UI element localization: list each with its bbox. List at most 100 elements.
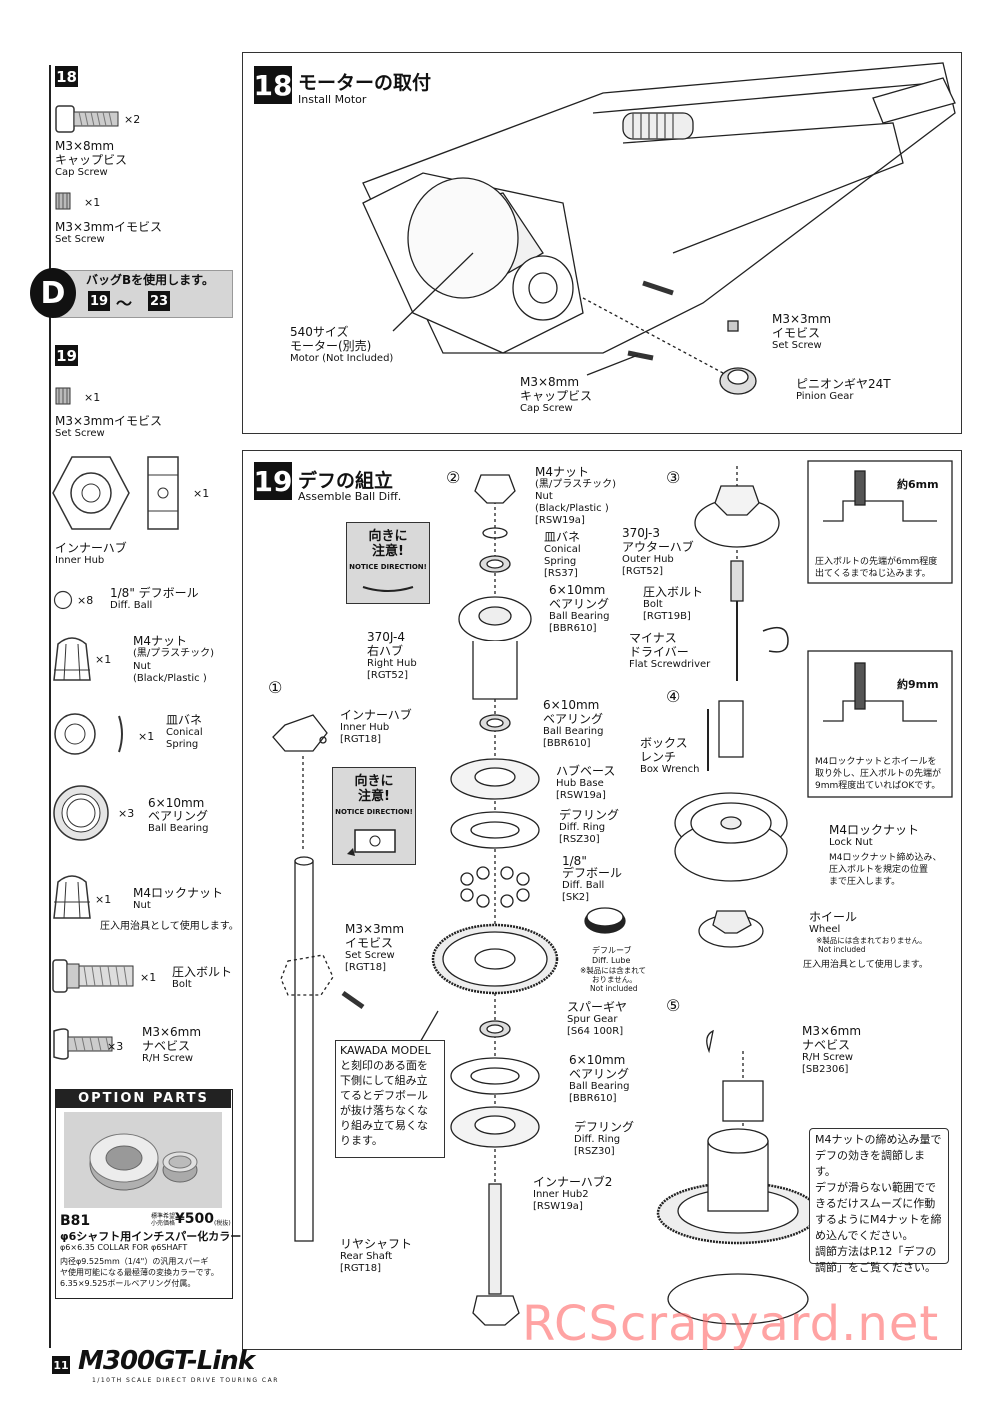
m4-nut-code: [RSW19a]	[535, 515, 585, 526]
diff-assembly-drawing	[272, 460, 953, 1326]
box-wrench-en: Box Wrench	[640, 764, 700, 775]
m4-note-line: デフの効きを調節します。	[815, 1149, 925, 1178]
diff-ball-jp2: デフボール	[562, 866, 623, 880]
option-desc3: 6.35×9.525ボールベアリング付属。	[60, 1279, 196, 1288]
lock-nut-note3: まで圧入します。	[829, 877, 901, 887]
wheel-en: Wheel	[809, 924, 841, 935]
rh-screw-qty: ×3	[107, 1040, 124, 1053]
collar-photo	[89, 1133, 198, 1191]
diff-ball-jp: 1/8"	[562, 854, 587, 868]
lock-nut-jp: M4ロックナット	[133, 886, 223, 900]
kawada-line: と刻印のある面を	[340, 1059, 428, 1072]
rear-shaft-code: [RGT18]	[340, 1263, 381, 1274]
lube-en: Diff. Lube	[592, 956, 631, 965]
inner-hub-qty: ×1	[193, 487, 210, 500]
screwdriver-jp: マイナス	[629, 631, 677, 645]
notice-en: NOTICE DIRECTION!	[349, 563, 427, 571]
inner-hub-icon	[52, 456, 179, 530]
notice-jp1: 向きに	[368, 529, 408, 544]
bearing3-jp2: ベアリング	[569, 1067, 630, 1081]
right-hub-jp2: 右ハブ	[367, 644, 404, 658]
m4-note-line: デフが滑らない範囲でで	[815, 1181, 936, 1194]
inner-hub2-jp: インナーハブ2	[533, 1175, 613, 1189]
screwdriver-jp2: ドライバー	[629, 645, 689, 659]
m4-nut-en: Nut	[133, 661, 151, 672]
option-header: OPTION PARTS	[56, 1090, 231, 1108]
kawada-line: てるとデフボール	[340, 1089, 428, 1102]
m4-nut-jp2: (黒/プラスチック)	[133, 648, 214, 659]
lube-note2: おりません。	[592, 975, 637, 984]
bag-text: バッグBを使用します。	[86, 273, 214, 287]
bolt-qty: ×1	[140, 971, 157, 984]
spring-jp: 皿バネ	[166, 713, 203, 727]
inner-hub-en: Inner Hub	[55, 555, 105, 566]
cap-screw-size: M3×8mm	[55, 139, 115, 153]
bearing3-en: Ball Bearing	[569, 1081, 630, 1092]
bolt-jp: 圧入ボルト	[643, 585, 704, 599]
cap-screw-label-jp2: キャップビス	[520, 389, 593, 403]
bag-tilde: 〜	[116, 294, 133, 313]
brand-tagline: 1/10TH SCALE DIRECT DRIVE TOURING CAR	[92, 1377, 279, 1384]
spring-en2: Spring	[544, 556, 577, 567]
step18-badge: 18	[254, 66, 292, 104]
set-screw-en: Set Screw	[55, 234, 105, 245]
right-hub-jp: 370J-4	[367, 630, 405, 644]
m4-nut-jp: M4ナット	[535, 465, 589, 479]
motor-label-en: Motor (Not Included)	[290, 353, 394, 364]
lube-jp: デフルーブ	[592, 946, 632, 955]
substep-2: ②	[446, 468, 461, 487]
lock-nut-note1: M4ロックナット締め込み、	[829, 853, 942, 863]
bearing3-code: [BBR610]	[569, 1093, 617, 1104]
notice-jp2: 注意!	[372, 544, 404, 559]
rh-screw-jp: M3×6mm	[802, 1024, 862, 1038]
box-wrench-jp: ボックス	[640, 736, 688, 750]
cap-screw-label-jp: M3×8mm	[520, 375, 580, 389]
bag-from: 19	[88, 291, 110, 311]
lock-nut-note2: 圧入ボルトを規定の位置	[829, 865, 929, 875]
set-screw-en: Set Screw	[55, 428, 105, 439]
inner-hub-jp: インナーハブ	[55, 541, 127, 555]
set-screw-jp2: イモビス	[345, 936, 394, 950]
set-screw-jp: M3×3mm	[345, 922, 405, 936]
bolt-jp: 圧入ボルト	[172, 965, 233, 979]
rh-screw-icon	[53, 1028, 113, 1060]
bag-to-text: 23	[149, 293, 169, 309]
kawada-line: 下側にして組み立	[340, 1074, 428, 1087]
diff-ring1-code: [RSZ30]	[559, 834, 600, 845]
hub-base-en: Hub Base	[556, 778, 604, 789]
page-number-text: 11	[53, 1358, 69, 1372]
lock-nut-note: 圧入用治具として使用します。	[100, 921, 239, 932]
step-number: 18	[253, 68, 293, 102]
bag-letter-text: D	[40, 275, 66, 311]
option-price-label1: 標準希望	[151, 1213, 176, 1220]
m4-nut-qty: ×1	[95, 653, 112, 666]
spur-jp: スパーギヤ	[567, 1000, 628, 1014]
spring-code: [RS37]	[544, 568, 578, 579]
detail2-size: 約9mm	[897, 678, 939, 691]
bearing-en: Ball Bearing	[148, 823, 209, 834]
inner-hub-code: [RGT18]	[340, 734, 381, 745]
wheel-jp: ホイール	[809, 910, 858, 924]
spur-code: [S64 100R]	[567, 1026, 624, 1037]
lock-nut-en: Lock Nut	[829, 837, 873, 848]
step-number: 18	[56, 67, 77, 86]
lock-nut-qty: ×1	[95, 893, 112, 906]
m4-note-line: 調節方法はP.12「デフの	[815, 1245, 937, 1258]
bearing3-jp: 6×10mm	[569, 1053, 626, 1067]
kawada-note: KAWADA MODEL と刻印のある面を 下側にして組み立 てるとデフボール …	[335, 1040, 445, 1158]
option-desc2: ヤ使用可能になる最極薄の変換カラーです。	[60, 1268, 219, 1277]
kawada-line: ります。	[340, 1134, 383, 1147]
m4-note-line: するようにM4ナットを締	[815, 1213, 942, 1226]
inner-hub-jp: インナーハブ	[340, 708, 412, 722]
m4-adjust-note: M4ナットの締め込み量で デフの効きを調節します。 デフが滑らない範囲でで きる…	[809, 1128, 949, 1274]
diff-ball-icon	[53, 590, 73, 610]
bearing1-jp: 6×10mm	[549, 583, 606, 597]
step-number: 19	[253, 464, 293, 498]
lock-nut-jp: M4ロックナット	[829, 823, 919, 837]
inner-hub2-code: [RSW19a]	[533, 1201, 583, 1212]
step18-title-jp: モーターの取付	[298, 72, 432, 94]
detail2-note1: M4ロックナットとホイールを	[815, 757, 937, 767]
pinion-label-jp: ピニオンギヤ24T	[796, 377, 891, 391]
pinion-label-en: Pinion Gear	[796, 391, 854, 402]
set-screw-code: [RGT18]	[345, 962, 386, 973]
